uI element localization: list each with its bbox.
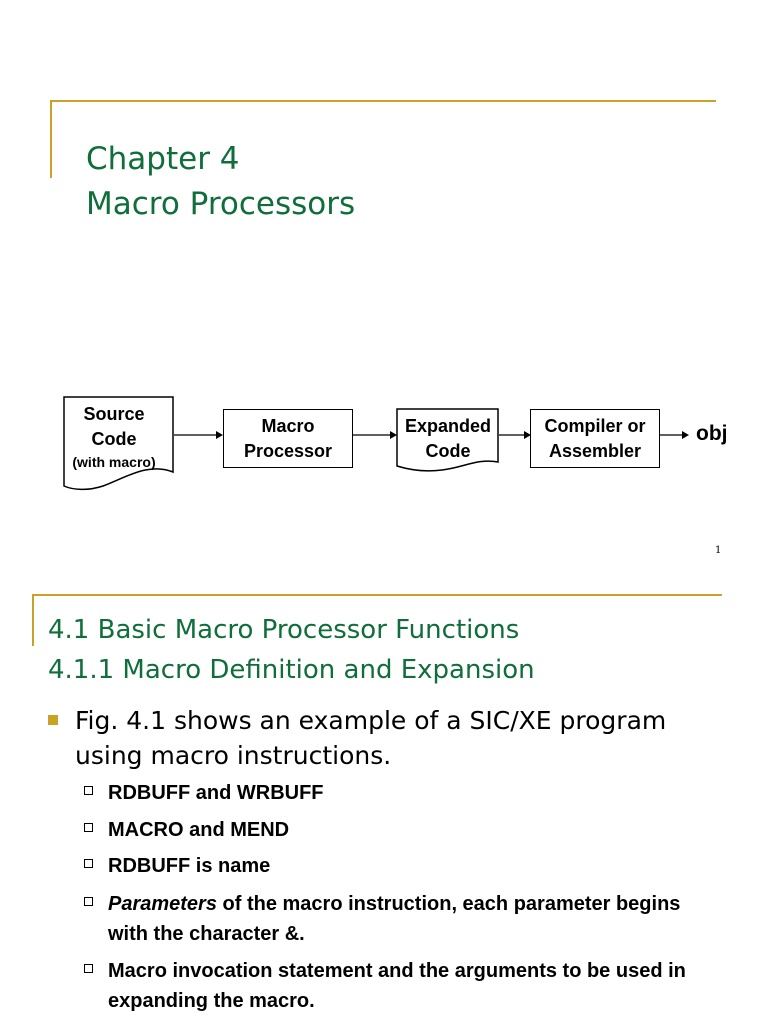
macro-processor-box: Macro Processor — [223, 409, 353, 468]
hollow-square-bullet-icon — [84, 859, 93, 868]
hollow-square-bullet-icon — [84, 823, 93, 832]
slide1-top-rule — [50, 100, 716, 102]
compiler-assembler-box: Compiler or Assembler — [530, 409, 660, 468]
obj-output-label: obj — [696, 422, 728, 445]
hollow-square-bullet-icon — [84, 786, 93, 795]
arrow-1 — [174, 431, 223, 439]
slide2-title-line2: 4.1.1 Macro Definition and Expansion — [48, 655, 535, 685]
sub-bullet-text: RDBUFF is name — [108, 855, 271, 877]
arrow-2 — [353, 431, 397, 439]
slide1-title-line1: Chapter 4 — [86, 141, 240, 177]
hollow-square-bullet-icon — [84, 897, 93, 906]
arrow-3 — [499, 431, 531, 439]
slide1-title: Chapter 4 Macro Processors — [86, 137, 355, 227]
slide2-title-line1: 4.1 Basic Macro Processor Functions — [48, 615, 520, 645]
slide1-title-line2: Macro Processors — [86, 186, 356, 222]
main-bullet-text: Fig. 4.1 shows an example of a SIC/XE pr… — [75, 706, 667, 770]
hollow-square-bullet-icon — [84, 964, 93, 973]
page-number: 1 — [715, 545, 722, 556]
slide2-title: 4.1 Basic Macro Processor Functions 4.1.… — [48, 610, 535, 690]
slide2-top-rule — [32, 594, 722, 596]
square-bullet-icon — [48, 715, 58, 725]
source-code-label: Source Code (with macro) — [72, 404, 156, 470]
sub-bullet-text: MACRO and MEND — [108, 819, 290, 841]
parameters-emphasis: Parameters — [108, 893, 217, 915]
arrow-4 — [660, 431, 689, 439]
sub-bullet-text: Parameters of the macro instruction, eac… — [108, 893, 681, 945]
sub-bullet-text: RDBUFF and WRBUFF — [108, 782, 324, 804]
slide1-left-rule — [50, 100, 52, 178]
expanded-code-shape — [396, 408, 499, 472]
slide2-left-rule — [32, 594, 34, 646]
sub-bullet-text: Macro invocation statement and the argum… — [108, 960, 686, 1012]
source-code-shape — [63, 396, 174, 491]
expanded-code-label: Expanded Code — [404, 416, 492, 461]
